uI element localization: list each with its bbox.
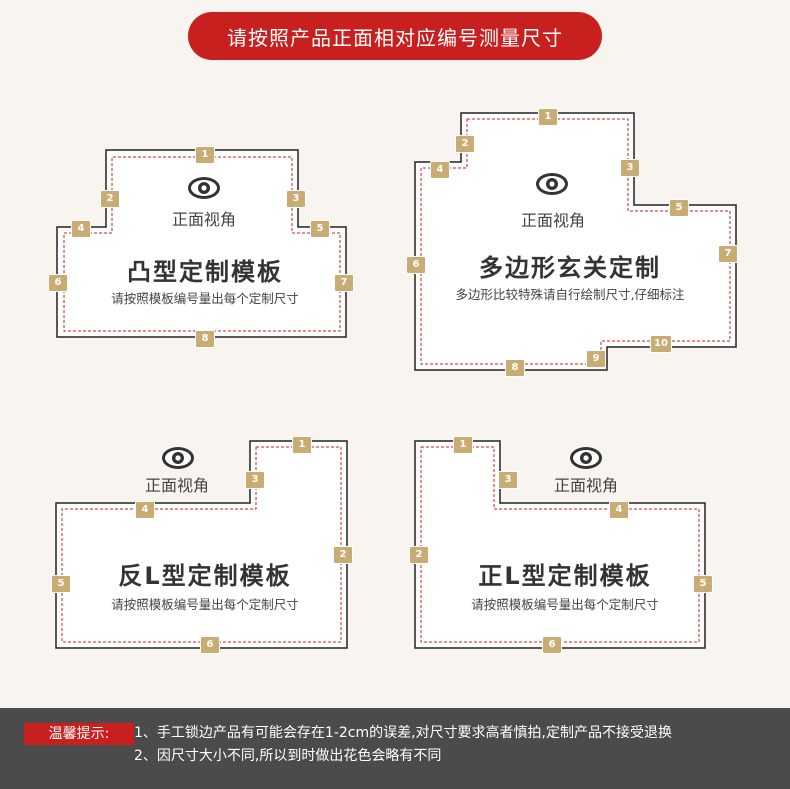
number-badge: 2 — [333, 546, 353, 564]
normal-l-subtitle: 请按照模板编号量出每个定制尺寸 — [471, 597, 659, 612]
number-badge: 8 — [195, 330, 215, 348]
number-badge: 9 — [586, 350, 606, 368]
reverse-l-view-label: 正面视角 — [144, 476, 209, 495]
number-badge: 2 — [100, 190, 120, 208]
reverse-l-title: 反L型定制模板 — [118, 562, 292, 590]
number-badge: 1 — [453, 436, 473, 454]
convex-view-label: 正面视角 — [171, 210, 236, 229]
number-badge: 6 — [542, 636, 562, 654]
number-badge: 2 — [409, 546, 429, 564]
number-badge: 1 — [538, 108, 558, 126]
number-badge: 7 — [718, 245, 738, 263]
polygon-title: 多边形玄关定制 — [479, 254, 661, 282]
number-badge: 5 — [693, 575, 713, 593]
number-badge: 4 — [135, 501, 155, 519]
number-badge: 6 — [200, 636, 220, 654]
convex-subtitle: 请按照模板编号量出每个定制尺寸 — [111, 291, 299, 306]
normal-l-title: 正L型定制模板 — [478, 562, 652, 590]
polygon-subtitle: 多边形比较特殊请自行绘制尺寸,仔细标注 — [455, 287, 685, 302]
number-badge: 10 — [650, 335, 672, 353]
number-badge: 3 — [286, 190, 306, 208]
number-badge: 3 — [620, 159, 640, 177]
normal-l-outline — [414, 440, 706, 649]
number-badge: 4 — [71, 220, 91, 238]
footer-line-1: 1、手工锁边产品有可能会存在1-2cm的误差,对尺寸要求高者慎拍,定制产品不接受… — [134, 725, 673, 741]
eye-icon — [536, 173, 568, 195]
header-title: 请按照产品正面相对应编号测量尺寸 — [188, 12, 602, 60]
number-badge: 5 — [51, 575, 71, 593]
number-badge: 1 — [195, 146, 215, 164]
number-badge: 4 — [430, 161, 450, 179]
convex-title: 凸型定制模板 — [127, 258, 283, 286]
polygon-dash — [420, 118, 731, 365]
footer-line-2: 2、因尺寸大小不同,所以到时做出花色会略有不同 — [134, 748, 442, 764]
number-badge: 5 — [310, 220, 330, 238]
number-badge: 3 — [498, 471, 518, 489]
normal-l-dash — [420, 446, 700, 643]
reverse-l-subtitle: 请按照模板编号量出每个定制尺寸 — [111, 597, 299, 612]
polygon-view-label: 正面视角 — [520, 211, 585, 230]
number-badge: 1 — [292, 436, 312, 454]
number-badge: 8 — [505, 359, 525, 377]
eye-icon — [188, 177, 220, 199]
footer: 温馨提示: 1、手工锁边产品有可能会存在1-2cm的误差,对尺寸要求高者慎拍,定… — [0, 708, 790, 789]
number-badge: 2 — [455, 135, 475, 153]
number-badge: 4 — [609, 501, 629, 519]
number-badge: 7 — [334, 274, 354, 292]
normal-l-view-label: 正面视角 — [553, 476, 618, 495]
eye-icon — [162, 447, 194, 469]
reverse-l-dash — [61, 446, 342, 643]
convex-dash — [63, 156, 341, 332]
eye-icon — [570, 447, 602, 469]
number-badge: 6 — [406, 256, 426, 274]
number-badge: 5 — [669, 199, 689, 217]
reverse-l-outline — [55, 440, 348, 649]
number-badge: 6 — [48, 274, 68, 292]
footer-label: 温馨提示: — [24, 723, 134, 745]
number-badge: 3 — [245, 471, 265, 489]
